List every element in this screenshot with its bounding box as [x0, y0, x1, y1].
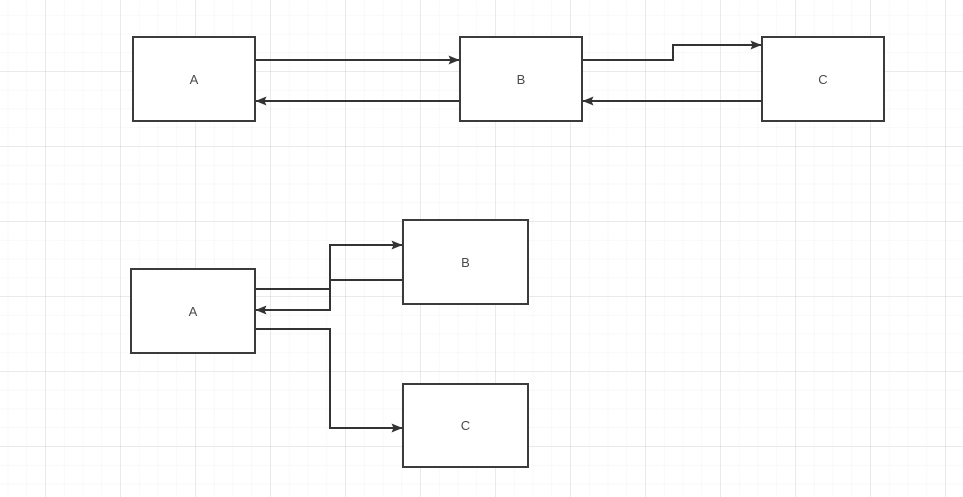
- node-top-c[interactable]: C: [761, 36, 885, 122]
- edge-a-to-b[interactable]: [256, 240, 403, 290]
- edge-a-to-c[interactable]: [256, 328, 403, 433]
- node-label: C: [818, 71, 828, 87]
- node-bottom-c[interactable]: C: [402, 383, 529, 468]
- node-label: B: [461, 254, 470, 270]
- node-bottom-b[interactable]: B: [402, 219, 529, 305]
- node-label: C: [460, 418, 471, 433]
- edge-b-to-c[interactable]: [583, 40, 762, 61]
- node-label: B: [516, 71, 526, 87]
- node-label: A: [188, 303, 198, 319]
- edge-b-to-a[interactable]: [255, 279, 402, 315]
- node-bottom-a[interactable]: A: [130, 268, 256, 354]
- node-top-a[interactable]: A: [132, 36, 256, 122]
- node-top-b[interactable]: B: [459, 36, 583, 122]
- node-label: A: [189, 71, 199, 87]
